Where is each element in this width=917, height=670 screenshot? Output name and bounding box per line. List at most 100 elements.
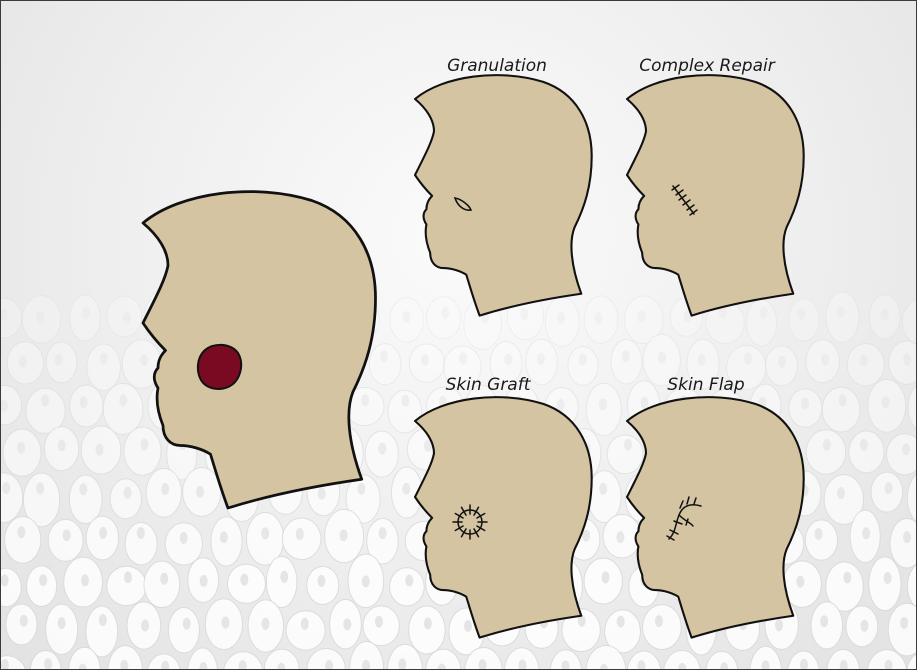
background-cell-nucleus (340, 529, 348, 541)
background-cell-nucleus (317, 575, 325, 587)
background-cell-nucleus (81, 574, 89, 586)
head-silhouette-granulation (415, 75, 592, 315)
background-cell-nucleus (100, 353, 108, 365)
background-cell-nucleus (459, 352, 467, 364)
background-cell-nucleus (801, 397, 809, 409)
background-cell-nucleus (595, 312, 603, 324)
background-cell-nucleus (17, 442, 25, 454)
background-cell-nucleus (318, 488, 326, 500)
background-cell-nucleus (557, 312, 565, 324)
background-cell-nucleus (200, 575, 208, 587)
background-cell-nucleus (557, 399, 565, 411)
background-cell (110, 479, 141, 519)
background-cell (888, 603, 916, 656)
background-cell-nucleus (79, 483, 87, 495)
background-cell-nucleus (624, 439, 632, 451)
background-cell-nucleus (778, 356, 786, 368)
background-cell-nucleus (140, 354, 148, 366)
background-cell-nucleus (837, 487, 845, 499)
background-cell-nucleus (821, 354, 829, 366)
head-granulation (415, 75, 592, 315)
background-cell-nucleus (39, 574, 47, 586)
background-cell-nucleus (63, 529, 71, 541)
head-silhouette-complex-repair (627, 75, 804, 315)
background-cell (103, 383, 143, 434)
background-cell-nucleus (599, 483, 607, 495)
panel-label-complex-repair: Complex Repair (639, 56, 775, 76)
background-cell (789, 299, 820, 341)
background-cell-nucleus (17, 526, 25, 538)
background-cell (806, 430, 846, 474)
background-cell-nucleus (823, 439, 831, 451)
background-cell (588, 471, 621, 523)
background-cell-nucleus (124, 487, 132, 499)
background-cell-nucleus (261, 527, 269, 539)
background-cell-nucleus (55, 354, 63, 366)
background-cell-nucleus (123, 312, 131, 324)
background-cell-nucleus (836, 306, 844, 318)
background-cell (165, 523, 202, 565)
background-cell-nucleus (196, 486, 204, 498)
background-cell (869, 557, 901, 611)
background-cell (822, 387, 860, 432)
background-cell-nucleus (361, 394, 369, 406)
background-cell-nucleus (380, 350, 388, 362)
background-cell-nucleus (885, 482, 893, 494)
background-cell-nucleus (637, 311, 645, 323)
background-cell-nucleus (99, 614, 107, 626)
background-cell-nucleus (183, 618, 191, 630)
background-cell-nucleus (161, 483, 169, 495)
background-cell-nucleus (424, 617, 432, 629)
background-cell-nucleus (82, 307, 90, 319)
background-cell-nucleus (20, 615, 28, 627)
background-cell-nucleus (80, 396, 88, 408)
background-cell-nucleus (379, 527, 387, 539)
background-cell (286, 611, 325, 650)
background-cell (805, 520, 837, 560)
background-cell-nucleus (240, 574, 248, 586)
background-cell (907, 471, 916, 524)
background-cell-nucleus (58, 617, 66, 629)
background-cell-nucleus (140, 439, 148, 451)
background-cell-nucleus (220, 531, 228, 543)
background-cell (890, 518, 916, 568)
background-cell-nucleus (124, 571, 132, 583)
open-wound (198, 345, 241, 389)
background-cell-nucleus (902, 443, 910, 455)
background-cell-nucleus (99, 527, 107, 539)
background-cell-nucleus (814, 528, 822, 540)
background-cell-nucleus (861, 620, 869, 632)
head-complex-repair (627, 75, 804, 315)
background-cell-nucleus (616, 531, 624, 543)
background-cell-nucleus (180, 532, 188, 544)
background-cell (266, 556, 297, 607)
background-cell-nucleus (602, 571, 610, 583)
background-cell-nucleus (41, 395, 49, 407)
background-cell-nucleus (579, 353, 587, 365)
background-cell-nucleus (520, 308, 528, 320)
background-cell (144, 561, 180, 608)
background-cell (5, 517, 41, 564)
background-cell (409, 606, 446, 654)
panel-label-skin-graft: Skin Graft (446, 375, 532, 395)
background-cell (1, 568, 21, 606)
background-cell (46, 604, 78, 654)
background-cell-nucleus (401, 395, 409, 407)
background-cell-nucleus (222, 616, 230, 628)
background-cell-nucleus (617, 616, 625, 628)
background-cell-nucleus (421, 354, 429, 366)
background-cell (1, 473, 23, 523)
background-cell-nucleus (655, 615, 663, 627)
background-cell-nucleus (658, 352, 666, 364)
background-cell-nucleus (160, 573, 168, 585)
background-cell-nucleus (504, 353, 512, 365)
background-cell-nucleus (622, 350, 630, 362)
background-cell-nucleus (640, 397, 648, 409)
background-cell-nucleus (343, 618, 351, 630)
background-cell-nucleus (537, 353, 545, 365)
background-cell-nucleus (882, 396, 890, 408)
background-cell-nucleus (903, 353, 911, 365)
background-cell-nucleus (797, 308, 805, 320)
background-cell-nucleus (903, 531, 911, 543)
